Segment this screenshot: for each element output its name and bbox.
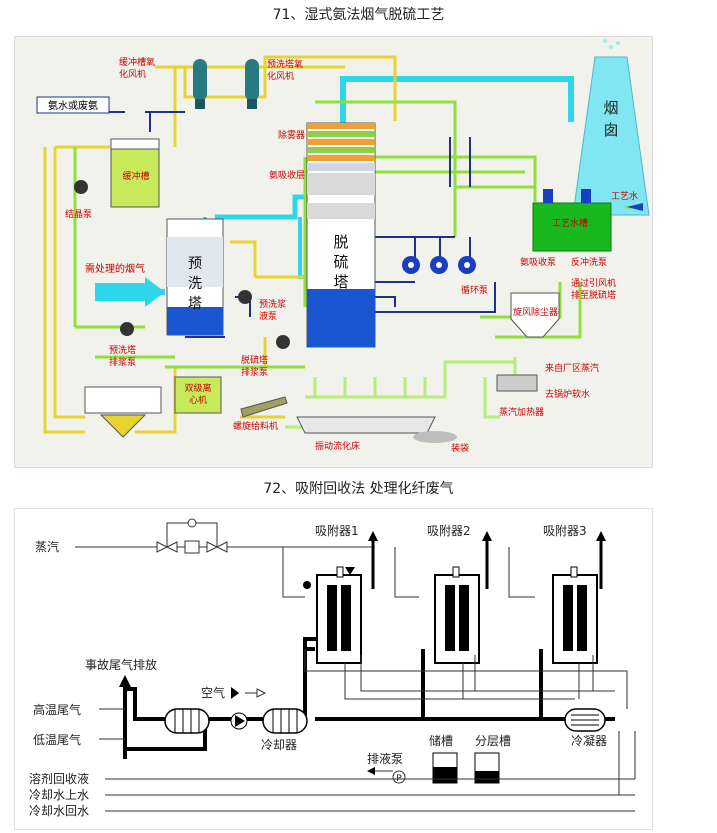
induced-fan-label-1: 通过引风机 — [571, 277, 616, 289]
heat-exchanger-1 — [164, 708, 210, 734]
adsorption-recovery-diagram: 蒸汽 吸附器1 吸附器2 吸附器3 — [14, 508, 653, 830]
prewash-label-1: 预 — [188, 256, 202, 272]
high-temp-label: 高温尾气 — [33, 702, 81, 717]
steam-heater-label: 蒸汽加热器 — [499, 406, 544, 418]
centrifuge — [174, 376, 222, 414]
cyclone-label: 旋风除尘器 — [513, 306, 558, 318]
ammonia-input-box — [36, 96, 110, 114]
desulf-tower-label-1: 脱 — [333, 233, 348, 251]
process-water-tank-label: 工艺水槽 — [552, 217, 588, 229]
desulf-discharge-label-2: 排浆泵 — [241, 366, 268, 378]
fluid-bed-label: 振动流化床 — [315, 440, 360, 452]
desulf-tower-label-3: 塔 — [333, 273, 348, 291]
prewash-pump-label-2: 液泵 — [259, 310, 277, 322]
cooler-label: 冷却器 — [261, 738, 297, 752]
prewash-label-3: 塔 — [188, 296, 202, 312]
packing-pile — [413, 431, 457, 443]
air-damper-icon — [231, 687, 239, 699]
desulf-discharge-pump-icon — [276, 335, 290, 349]
centrifuge-label-2: 心机 — [189, 394, 207, 406]
separator-tank-label: 分层槽 — [475, 734, 511, 748]
adsorber3-label: 吸附器3 — [543, 524, 587, 538]
clean-gas-pipe — [340, 76, 574, 133]
crystal-pump-label: 结晶泵 — [65, 208, 92, 220]
desulf-discharge-label-1: 脱硫塔 — [241, 354, 268, 366]
process-water-tank — [532, 202, 612, 252]
figure-72-caption: 72、吸附回收法 处理化纤废气 — [263, 481, 454, 497]
steam-label: 蒸汽 — [35, 539, 59, 554]
chimney-shape — [572, 56, 650, 216]
cooling-water-supply-label: 冷却水上水 — [29, 788, 89, 802]
emergency-vent-label: 事故尾气排放 — [85, 657, 157, 672]
low-temp-label: 低温尾气 — [33, 732, 81, 747]
demister-label: 除雾器 — [278, 129, 305, 141]
process-water-label: 工艺水 — [611, 190, 638, 202]
dewatering-unit — [84, 386, 162, 414]
prewash-discharge-label-2: 排浆泵 — [109, 356, 136, 368]
centrifuge-label-1: 双级离 — [184, 382, 211, 394]
steam-control-valve — [184, 540, 200, 554]
solvent-recovery-label: 溶剂回收液 — [29, 771, 89, 786]
ammonia-desulfurization-diagram: 烟 囱 需处理的烟气 — [14, 36, 653, 468]
adsorber-3 — [552, 566, 598, 664]
induced-fan-label-2: 排至脱硫塔 — [571, 289, 616, 301]
screw-feeder — [240, 396, 288, 418]
backwash-pump-label: 反冲洗泵 — [571, 256, 607, 268]
adsorber2-label: 吸附器2 — [427, 524, 471, 538]
washer-fan-label-2: 化风机 — [267, 70, 294, 82]
prewash-fan-icon — [245, 59, 259, 109]
figure-71-caption: 71、湿式氨法烟气脱硫工艺 — [272, 7, 445, 23]
chimney-label-1: 烟 — [603, 99, 618, 117]
prewash-pump-icon — [238, 290, 252, 304]
adsorber-1 — [316, 566, 362, 664]
absorb-layer-label: 氨吸收层 — [269, 169, 305, 181]
ammonia-input-label: 氨水或废氨 — [48, 99, 98, 112]
prewash-pump-label-1: 预洗浆 — [259, 298, 286, 310]
buffer-tank-fan-label-2: 化风机 — [119, 68, 146, 80]
separator-tank — [474, 752, 500, 784]
prewash-label-2: 洗 — [188, 276, 202, 292]
condenser — [564, 708, 606, 732]
cyclone-separator — [510, 292, 560, 338]
prewash-discharge-pump-icon — [120, 322, 134, 336]
circulation-pumps — [402, 256, 476, 274]
desulfurization-tower — [306, 122, 376, 348]
crystal-pump-icon — [74, 180, 88, 194]
heat-exchanger-2 — [262, 708, 308, 734]
steam-heater — [496, 374, 538, 392]
steam-in-label: 来自厂区蒸汽 — [545, 362, 599, 374]
adsorber-2 — [434, 566, 480, 664]
flue-gas-inlet-label: 需处理的烟气 — [85, 262, 145, 275]
chimney-label-2: 囱 — [603, 121, 618, 139]
washer-fan-label-1: 预洗塔氧 — [267, 58, 303, 70]
desulf-tower-label-2: 硫 — [333, 253, 348, 271]
drain-pump-label: 排液泵 — [367, 751, 403, 766]
buffer-tank-label: 缓冲槽 — [122, 170, 149, 182]
adsorber1-label: 吸附器1 — [315, 524, 359, 538]
ammonia-absorb-pump-label: 氨吸收泵 — [520, 256, 556, 268]
cooling-water-return-label: 冷却水回水 — [29, 804, 89, 818]
screw-feeder-label: 螺旋给料机 — [233, 420, 278, 432]
buffer-tank-fan-icon — [193, 59, 207, 109]
storage-tank-label: 储槽 — [429, 733, 453, 748]
circulation-pump-label: 循环泵 — [461, 284, 488, 296]
packing-label: 装袋 — [451, 442, 469, 454]
prewash-discharge-label-1: 预洗塔 — [109, 344, 136, 356]
buffer-tank — [110, 138, 160, 208]
prewash-tower — [166, 218, 224, 336]
boiler-water-label: 去锅炉软水 — [545, 388, 590, 400]
buffer-tank-fan-label-1: 缓冲槽氧 — [119, 56, 155, 68]
pump-icon — [392, 770, 406, 784]
vibrating-fluid-bed — [296, 416, 436, 434]
condenser-label: 冷凝器 — [571, 733, 607, 748]
air-label: 空气 — [201, 685, 225, 700]
flue-gas-inlet-arrow — [95, 277, 165, 307]
